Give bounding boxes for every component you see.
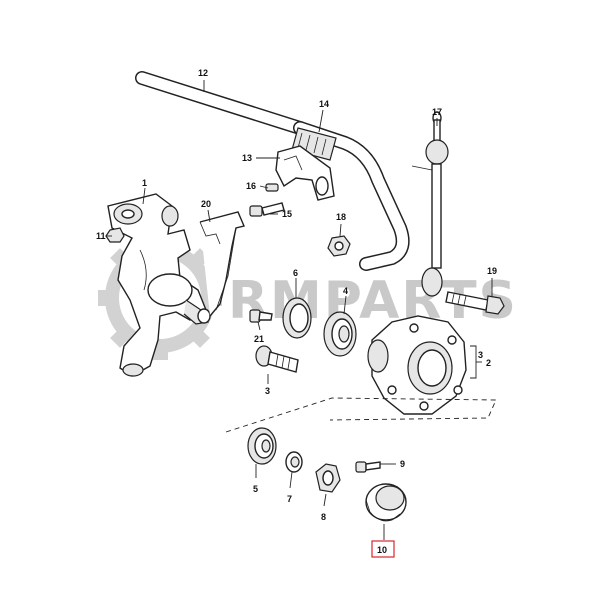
callout-4[interactable]: 4 [343, 286, 348, 296]
part-outer-bearing[interactable] [247, 427, 277, 465]
part-clamping-nut[interactable] [315, 463, 341, 493]
callout-15[interactable]: 15 [282, 209, 292, 219]
callout-3-hub[interactable]: 3 [478, 350, 483, 360]
callout-11[interactable]: 11 [96, 231, 106, 241]
part-brake-shield[interactable] [199, 211, 245, 317]
callout-12[interactable]: 12 [198, 68, 208, 78]
callout-20[interactable]: 20 [201, 199, 211, 209]
group-bracket-hub [470, 345, 482, 379]
callout-16[interactable]: 16 [246, 181, 256, 191]
callout-5[interactable]: 5 [253, 484, 258, 494]
part-thrust-washer[interactable] [285, 451, 303, 473]
part-bolt-19[interactable] [445, 291, 505, 315]
part-grease-cap[interactable] [365, 483, 407, 522]
callout-8[interactable]: 8 [321, 512, 326, 522]
callout-17[interactable]: 17 [432, 107, 442, 117]
callout-labels: 12 14 13 16 15 18 17 19 1 11 20 21 6 4 3… [96, 68, 497, 558]
part-stabilizer-bar[interactable] [135, 71, 410, 271]
callout-21[interactable]: 21 [254, 334, 264, 344]
part-steering-knuckle[interactable] [107, 193, 211, 377]
callout-7[interactable]: 7 [287, 494, 292, 504]
part-bolt-21[interactable] [249, 309, 273, 323]
callout-1[interactable]: 1 [142, 178, 147, 188]
callout-18[interactable]: 18 [336, 212, 346, 222]
part-clamp-bracket[interactable] [275, 145, 335, 201]
part-nut-11[interactable] [105, 227, 125, 243]
leader-lines [106, 80, 493, 540]
part-bolt-15[interactable] [249, 202, 285, 217]
part-inner-bearing[interactable] [323, 311, 357, 357]
part-seal-ring[interactable] [282, 297, 312, 339]
part-wheel-stud[interactable] [255, 345, 299, 373]
callout-10-highlight[interactable]: 10 [371, 540, 395, 558]
callout-2[interactable]: 2 [486, 358, 491, 368]
part-bolt-9[interactable] [355, 461, 381, 473]
callout-14[interactable]: 14 [319, 99, 329, 109]
callout-9[interactable]: 9 [400, 459, 405, 469]
assembly-dashed-outline [225, 397, 497, 433]
callout-6[interactable]: 6 [293, 268, 298, 278]
part-nut-18[interactable] [327, 235, 351, 257]
callout-13[interactable]: 13 [242, 153, 252, 163]
part-wheel-hub[interactable] [367, 315, 467, 415]
callout-19[interactable]: 19 [487, 266, 497, 276]
callout-10[interactable]: 10 [377, 545, 387, 555]
part-coupling-rod[interactable] [411, 111, 449, 297]
callout-3[interactable]: 3 [265, 386, 270, 396]
